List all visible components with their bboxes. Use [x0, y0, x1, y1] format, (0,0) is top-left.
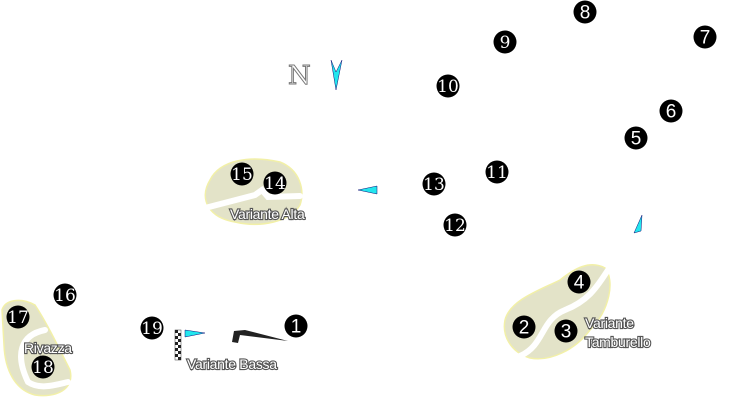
pit-lane-line: [232, 330, 288, 343]
turn-marker-8: 8: [573, 0, 597, 24]
road-variante-alta: [202, 185, 303, 211]
turn-marker-3: 3: [554, 319, 578, 343]
svg-text:18: 18: [32, 358, 54, 378]
svg-text:3: 3: [561, 322, 572, 343]
svg-text:7: 7: [700, 28, 711, 49]
north-arrow-icon: [330, 59, 343, 91]
turn-marker-9: 9: [493, 30, 517, 54]
turn-marker-12: 12: [443, 213, 467, 237]
turn-marker-19: 19: [140, 316, 164, 340]
svg-text:14: 14: [264, 174, 286, 194]
svg-text:15: 15: [231, 165, 253, 185]
turn-marker-18: 18: [31, 355, 55, 379]
turn-marker-14: 14: [263, 171, 287, 195]
turn-marker-4: 4: [567, 270, 591, 294]
svg-text:9: 9: [500, 33, 511, 53]
road-rivazza: [18, 327, 71, 390]
corner-label-variante-alta: Variante Alta: [230, 206, 305, 222]
svg-text:4: 4: [574, 273, 585, 294]
corner-label-variante-tamburello: Variante: [585, 315, 634, 331]
svg-text:16: 16: [54, 286, 76, 306]
direction-arrow-icon: [633, 214, 643, 234]
svg-text:6: 6: [666, 102, 677, 123]
svg-text:11: 11: [486, 163, 508, 183]
svg-text:5: 5: [631, 129, 642, 150]
turn-marker-7: 7: [693, 25, 717, 49]
svg-text:1: 1: [291, 317, 302, 338]
turn-marker-2: 2: [512, 315, 536, 339]
corner-label-rivazza: Rivazza: [24, 340, 72, 356]
turn-marker-10: 10: [436, 74, 460, 98]
svg-text:10: 10: [437, 77, 459, 97]
direction-arrow-icon: [184, 329, 206, 338]
svg-text:17: 17: [7, 308, 29, 328]
svg-text:12: 12: [444, 216, 466, 236]
compass-north-label: N: [288, 61, 311, 91]
corner-label-variante-tamburello-2: Tamburello: [585, 334, 651, 350]
checkered-flag-icon: [174, 329, 182, 361]
turn-marker-15: 15: [230, 162, 254, 186]
turn-marker-1: 1: [284, 314, 308, 338]
turn-marker-6: 6: [659, 99, 683, 123]
turn-marker-16: 16: [53, 283, 77, 307]
corner-label-variante-bassa: Variante Bassa: [187, 356, 277, 372]
turn-marker-17: 17: [6, 305, 30, 329]
turn-marker-13: 13: [422, 172, 446, 196]
svg-text:19: 19: [141, 319, 163, 339]
svg-text:8: 8: [580, 3, 591, 24]
turn-marker-11: 11: [485, 160, 509, 184]
turn-marker-5: 5: [624, 126, 648, 150]
svg-text:13: 13: [423, 175, 445, 195]
svg-text:2: 2: [519, 318, 530, 339]
direction-arrow-icon: [357, 185, 378, 195]
road-tamburello: [517, 267, 611, 359]
